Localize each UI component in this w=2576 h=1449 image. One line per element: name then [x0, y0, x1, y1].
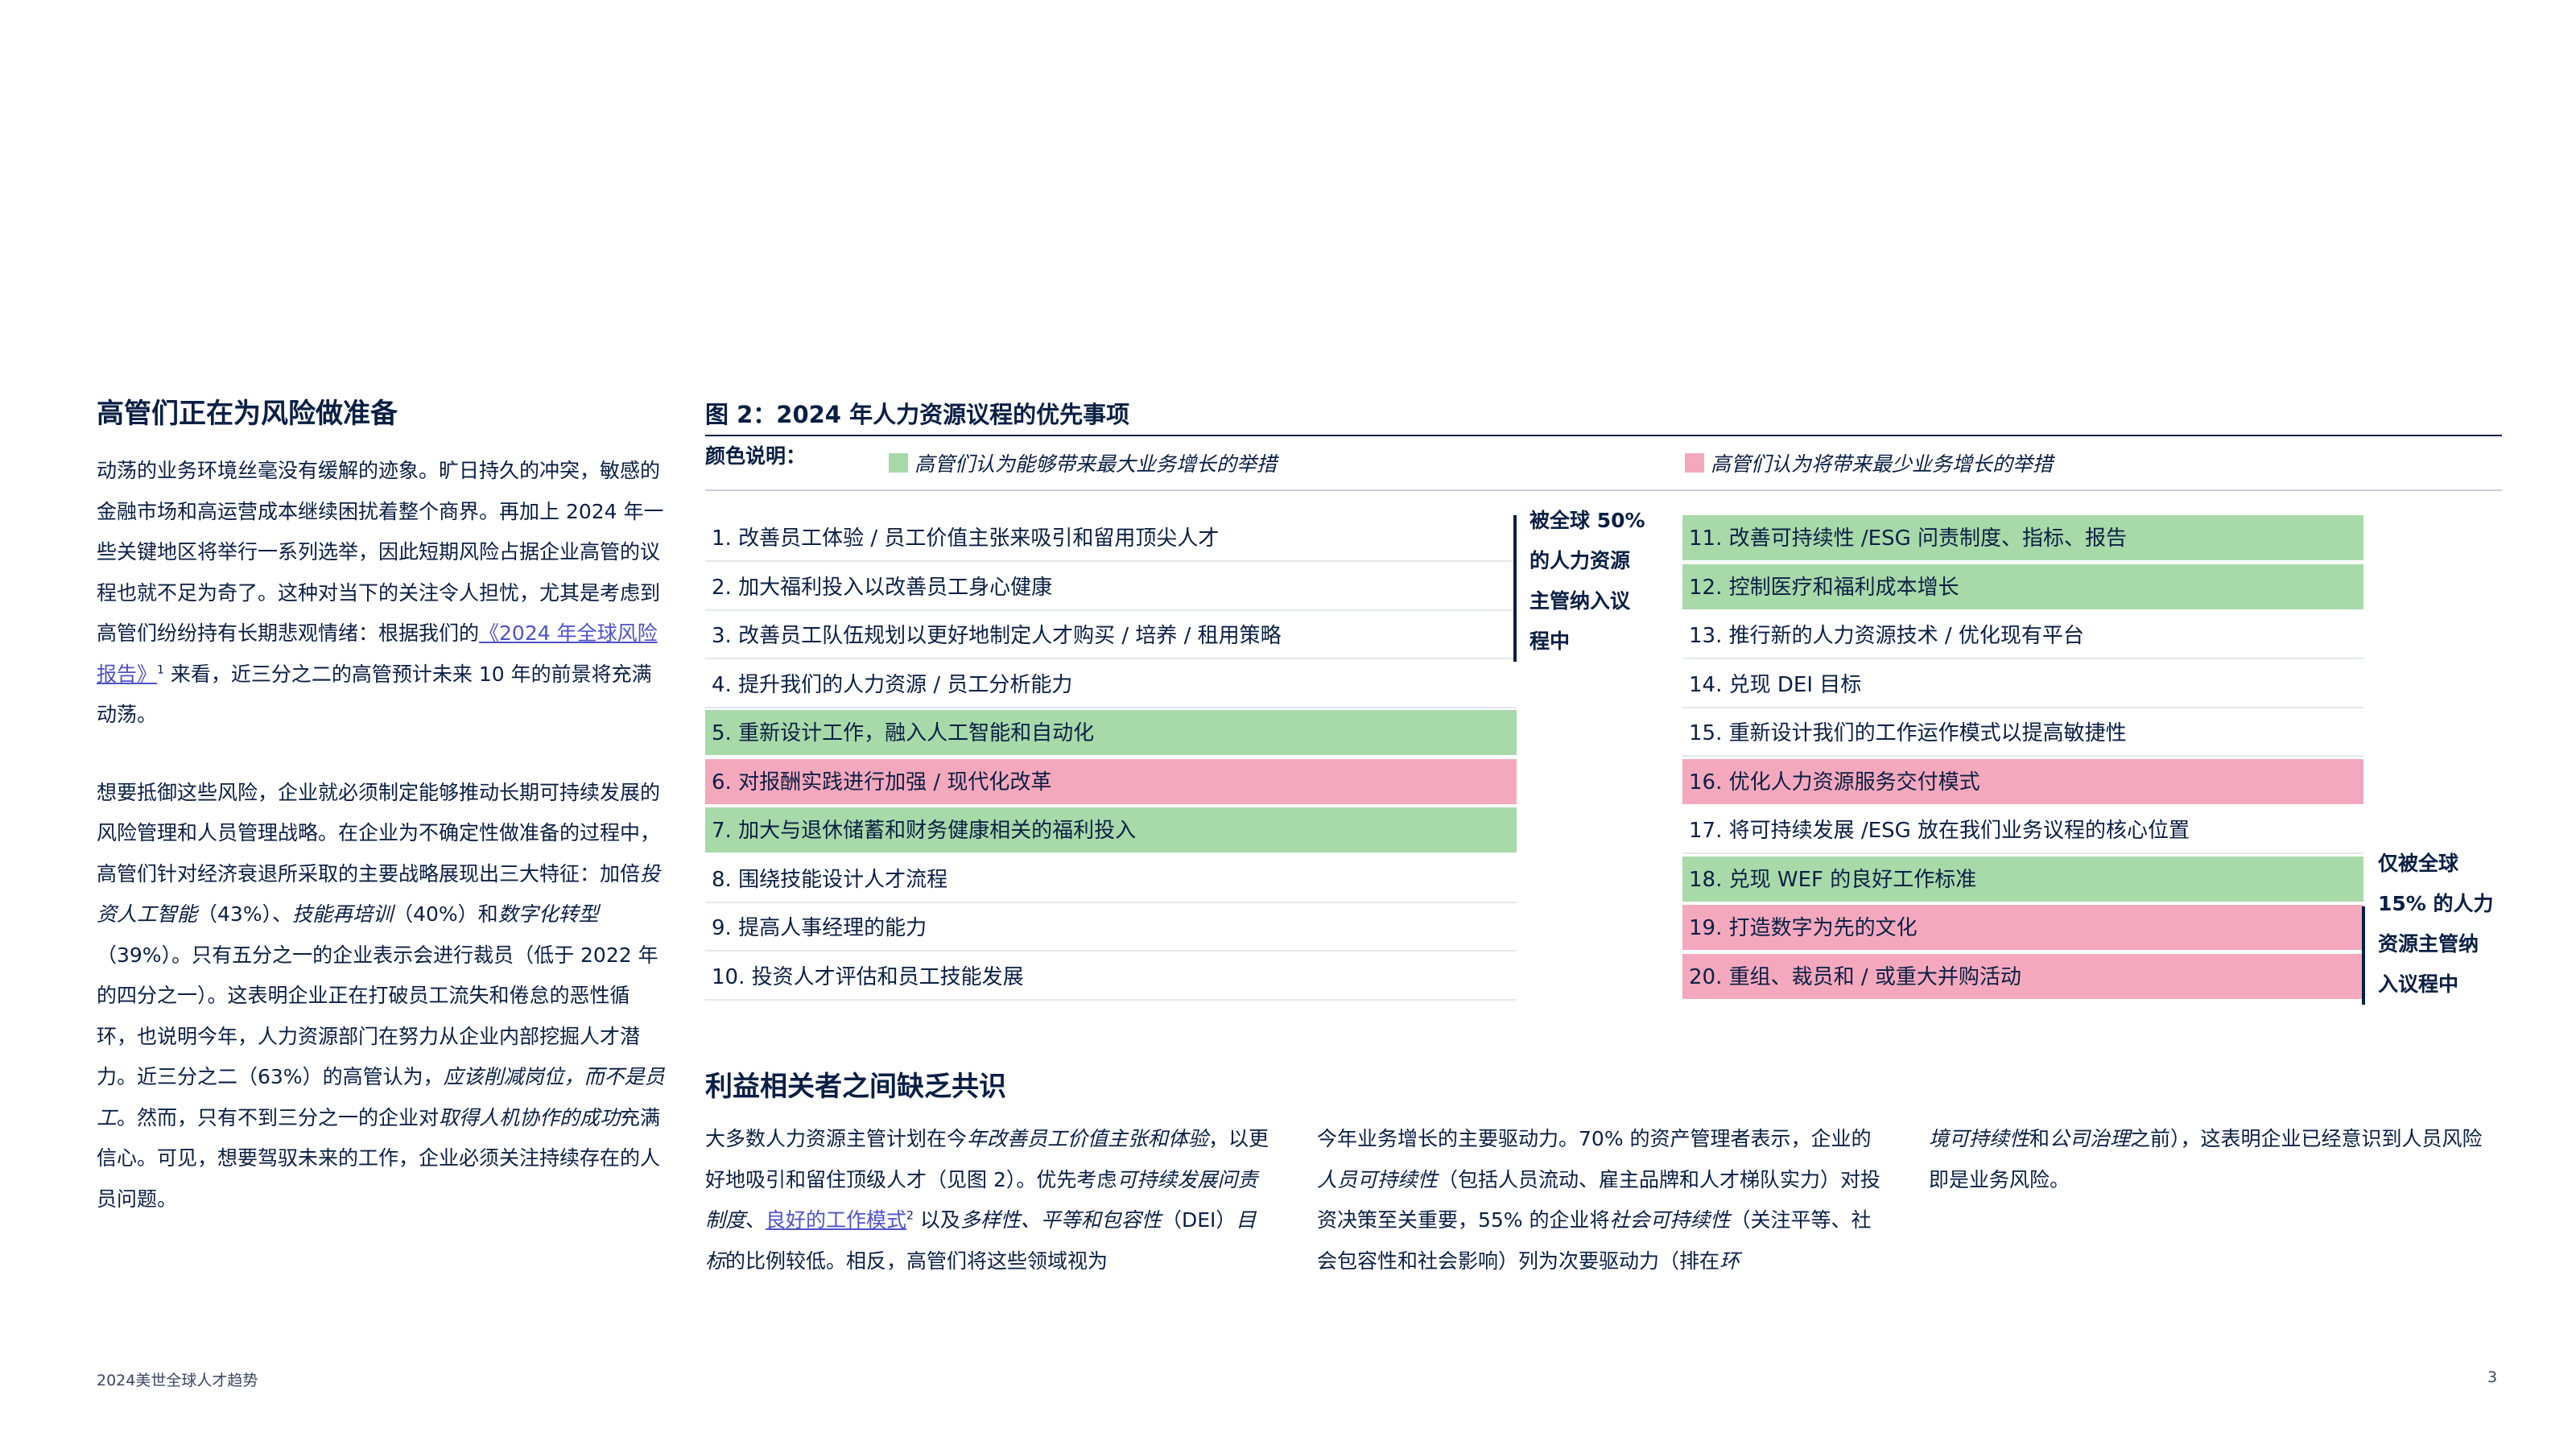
section2-column-1: 大多数人力资源主管计划在今年改善员工价值主张和体验，以更好地吸引和留住顶级人才（…: [705, 1127, 1269, 1273]
priority-right-item-3: 13. 推行新的人力资源技术 / 优化现有平台: [1682, 613, 2363, 659]
section2-column-3: 境可持续性和公司治理之前），这表明企业已经意识到人员风险即是业务风险。: [1929, 1127, 2483, 1191]
footer-title: 2024美世全球人才趋势: [97, 1372, 258, 1389]
footnote-2[interactable]: 2: [906, 1209, 914, 1223]
section2-column-2: 今年业务增长的主要驱动力。70% 的资产管理者表示，企业的人员可持续性（包括人员…: [1317, 1127, 1881, 1273]
annotation-bracket-bottom: [2362, 906, 2365, 1005]
priority-right-item-1: 11. 改善可持续性 /ESG 问责制度、指标、报告: [1682, 515, 2363, 562]
legend-pink-swatch: [1685, 453, 1704, 473]
priority-left-item-10: 10. 投资人才评估和员工技能发展: [705, 954, 1517, 1001]
priority-left-item-2: 2. 加大福利投入以改善员工身心健康: [705, 564, 1517, 611]
priority-left-item-1: 1. 改善员工体验 / 员工价值主张来吸引和留用顶尖人才: [705, 515, 1517, 562]
legend-pink: 高管们认为将带来最少业务增长的举措: [1685, 448, 2053, 477]
paragraph-2: 想要抵御这些风险，企业就必须制定能够推动长期可持续发展的风险管理和人员管理战略。…: [97, 780, 665, 1211]
priority-right-item-9: 19. 打造数字为先的文化: [1682, 905, 2363, 952]
annotation-bracket-top: [1513, 515, 1517, 662]
priority-left-item-6: 6. 对报酬实践进行加强 / 现代化改革: [705, 758, 1517, 806]
legend-green: 高管们认为能够带来最大业务增长的举措: [889, 448, 1277, 477]
annotation-bottom: 仅被全球 15% 的人力 资源主管纳 入议程中: [2378, 852, 2494, 996]
global-risk-report-link[interactable]: 《2024 年全球风险报告》: [97, 621, 658, 686]
figure-title: 图 2：2024 年人力资源议程的优先事项: [705, 401, 1130, 428]
legend-bottom-rule: [705, 489, 2502, 491]
legend-label: 颜色说明：: [705, 444, 807, 468]
legend-green-swatch: [889, 453, 908, 473]
priority-right-item-7: 17. 将可持续发展 /ESG 放在我们业务议程的核心位置: [1682, 807, 2363, 854]
paragraph-1: 动荡的业务环境丝毫没有缓解的迹象。旷日持久的冲突，敏感的金融市场和高运营成本继续…: [97, 459, 664, 726]
priority-right-item-4: 14. 兑现 DEI 目标: [1682, 662, 2363, 708]
priority-left-item-9: 9. 提高人事经理的能力: [705, 905, 1517, 952]
priority-left-item-4: 4. 提升我们的人力资源 / 员工分析能力: [705, 662, 1517, 708]
page-number: 3: [2487, 1368, 2498, 1386]
priority-left-item-3: 3. 改善员工队伍规划以更好地制定人才购买 / 培养 / 租用策略: [705, 613, 1517, 659]
priority-right-item-10: 20. 重组、裁员和 / 或重大并购活动: [1682, 953, 2363, 1001]
annotation-top: 被全球 50% 的人力资源 主管纳入议 程中: [1530, 509, 1645, 653]
left-column-text: 动荡的业务环境丝毫没有缓解的迹象。旷日持久的冲突，敏感的金融市场和高运营成本继续…: [97, 451, 668, 1220]
good-work-model-link[interactable]: 良好的工作模式: [766, 1208, 907, 1232]
priority-left-item-5: 5. 重新设计工作，融入人工智能和自动化: [705, 710, 1517, 757]
priority-right-item-8: 18. 兑现 WEF 的良好工作标准: [1682, 856, 2363, 903]
footnote-1[interactable]: 1: [157, 663, 164, 677]
section-title-consensus: 利益相关者之间缺乏共识: [705, 1071, 1006, 1103]
figure-top-rule: [705, 435, 2502, 436]
priority-left-item-8: 8. 围绕技能设计人才流程: [705, 857, 1517, 903]
priority-right-item-2: 12. 控制医疗和福利成本增长: [1682, 564, 2363, 611]
section-title-risk: 高管们正在为风险做准备: [97, 398, 398, 430]
priority-left-item-7: 7. 加大与退休储蓄和财务健康相关的福利投入: [705, 807, 1517, 854]
priority-right-item-6: 16. 优化人力资源服务交付模式: [1682, 758, 2363, 806]
priority-right-item-5: 15. 重新设计我们的工作运作模式以提高敏捷性: [1682, 710, 2363, 757]
